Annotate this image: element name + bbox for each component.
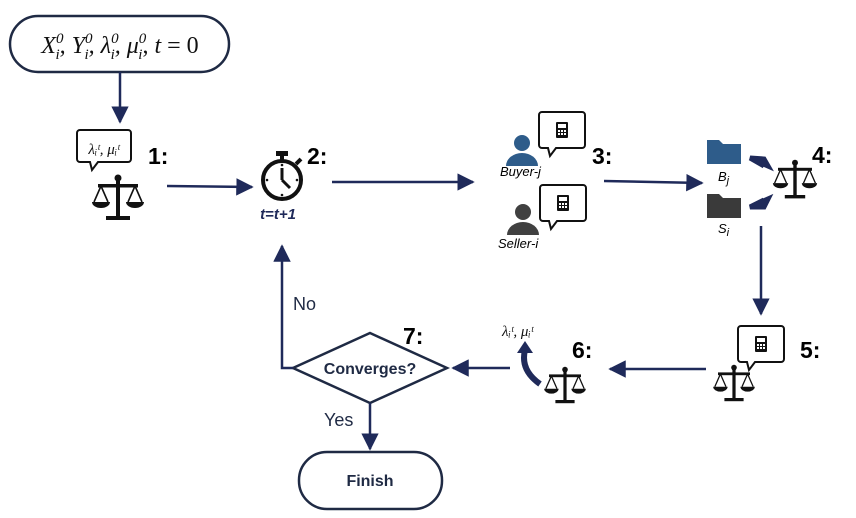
step-4: Bj Si 4: (707, 140, 832, 239)
step-5: 5: (712, 325, 820, 402)
step-3-number: 3: (592, 143, 612, 169)
step-7: Converges? 7: (289, 323, 451, 405)
step-6-number: 6: (572, 337, 592, 363)
seller-folder-icon (707, 194, 741, 218)
step-2: t=t+1 2: (260, 143, 327, 223)
step-6: λᵢᵗ, μᵢᵗ 6: (501, 324, 592, 404)
updated-lambda-mu: λᵢᵗ, μᵢᵗ (501, 324, 535, 340)
step-2-number: 2: (307, 143, 327, 169)
yes-label: Yes (324, 410, 353, 430)
calculator-bubble (737, 325, 785, 371)
finish-node: Finish (297, 450, 444, 511)
buyer-icon (506, 135, 538, 166)
svg-text:λᵢᵗ, μᵢᵗ: λᵢᵗ, μᵢᵗ (87, 142, 121, 158)
update-curve-arrow-icon (521, 349, 542, 387)
balance-scale-icon (772, 159, 818, 200)
edge-step1-to-step2 (166, 178, 254, 196)
seller-icon (507, 204, 539, 235)
edge-no-loop (273, 244, 293, 370)
stopwatch-icon (261, 151, 303, 201)
finish-label: Finish (346, 473, 393, 490)
step-1-number: 1: (148, 143, 168, 169)
balance-scale-icon (91, 173, 145, 221)
buyer-to-scale-arrow-icon (748, 155, 774, 172)
step-5-number: 5: (800, 337, 820, 363)
update-arrowhead-icon (517, 341, 533, 353)
buyer-calculator-bubble (538, 111, 586, 157)
step-1: λᵢᵗ, μᵢᵗ 1: (76, 129, 168, 221)
seller-folder-label: Si (718, 221, 730, 239)
seller-label: Seller-i (498, 236, 539, 251)
seller-to-scale-arrow-icon (748, 193, 774, 210)
step-4-number: 4: (812, 142, 832, 168)
buyer-folder-icon (707, 140, 741, 164)
no-label: No (293, 294, 316, 314)
converges-label: Converges? (324, 361, 416, 378)
lambda-mu-bubble: λᵢᵗ, μᵢᵗ (76, 129, 132, 173)
step-7-number: 7: (403, 323, 423, 349)
seller-calculator-bubble (539, 184, 587, 230)
buyer-label: Buyer-j (500, 164, 542, 179)
edge-step3-to-step4 (603, 173, 704, 192)
buyer-folder-label: Bj (718, 169, 730, 187)
t-increment-label: t=t+1 (260, 206, 296, 223)
step-3: Buyer-j Seller-i 3: (498, 111, 612, 251)
balance-scale-icon (543, 366, 587, 404)
